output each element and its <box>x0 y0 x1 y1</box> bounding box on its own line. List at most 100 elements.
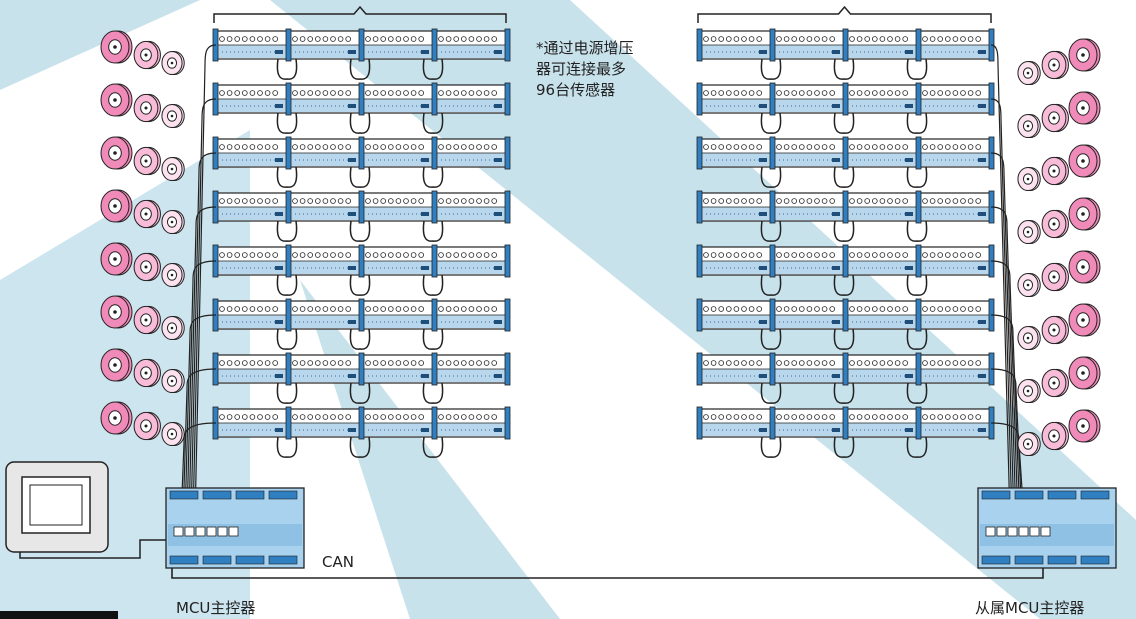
module-lower-band <box>847 207 916 220</box>
terminal-hole <box>272 306 279 312</box>
module-led <box>905 50 913 54</box>
terminal-hole <box>887 306 893 312</box>
module-clip <box>696 406 703 440</box>
terminal-hole <box>718 198 724 204</box>
module-led <box>494 320 502 324</box>
terminal-hole <box>776 198 782 204</box>
terminal-hole <box>491 36 498 42</box>
module-lower-band <box>774 99 843 112</box>
module-lower-band <box>436 315 505 328</box>
terminal-hole <box>438 144 444 150</box>
module-led <box>494 104 502 108</box>
module-clip <box>504 244 511 278</box>
terminal-hole <box>960 306 966 312</box>
terminal-hole <box>814 306 820 312</box>
sensor-cable-loop <box>906 436 928 458</box>
terminal-hole <box>483 360 490 366</box>
terminal-hole <box>403 198 409 204</box>
module-lower-band <box>290 45 359 58</box>
terminal-hole <box>937 252 943 258</box>
module-clip <box>769 136 776 170</box>
sensor-module <box>769 28 845 62</box>
terminal-hole <box>922 306 928 312</box>
sensor-module <box>285 352 361 386</box>
terminal-hole <box>345 360 352 366</box>
terminal-hole <box>322 306 329 312</box>
module-lower-band <box>701 315 770 328</box>
module-led <box>978 158 986 162</box>
sensor-cable-loop <box>833 436 855 458</box>
terminal-hole <box>829 306 835 312</box>
terminal-hole <box>299 252 306 258</box>
terminal-hole <box>299 414 306 420</box>
terminal-hole <box>491 90 498 96</box>
terminal-hole <box>445 90 452 96</box>
terminal-hole <box>879 252 886 258</box>
terminal-hole <box>864 90 870 96</box>
terminal-hole <box>483 198 490 204</box>
terminal-hole <box>864 198 870 204</box>
sensor-cable-loop <box>349 220 371 242</box>
controller-port <box>228 526 239 537</box>
sensor-module <box>915 406 991 440</box>
display-cable <box>19 539 166 559</box>
sensor-module <box>358 28 434 62</box>
sensor-module <box>212 298 288 332</box>
sensor-cable-loop <box>276 112 298 134</box>
terminal-hole <box>806 414 813 420</box>
terminal-hole <box>894 252 901 258</box>
terminal-hole <box>967 36 974 42</box>
terminal-hole <box>264 414 271 420</box>
terminal-hole <box>460 90 467 96</box>
controller-vent <box>1047 490 1077 500</box>
terminal-hole <box>410 198 417 204</box>
terminal-hole <box>887 144 893 150</box>
terminal-hole <box>264 36 271 42</box>
terminal-hole <box>372 252 379 258</box>
terminal-hole <box>403 144 409 150</box>
terminal-hole <box>403 360 409 366</box>
terminal-hole <box>292 198 298 204</box>
terminal-hole <box>365 198 371 204</box>
sensor-cable-loop <box>422 58 444 80</box>
terminal-hole <box>703 360 709 366</box>
module-lower-band <box>290 423 359 436</box>
sensor-cable <box>990 314 1021 526</box>
terminal-hole <box>776 252 782 258</box>
terminal-hole <box>929 144 936 150</box>
terminal-hole <box>718 414 724 420</box>
module-led <box>978 320 986 324</box>
current-transformer-ring <box>1068 409 1101 443</box>
terminal-hole <box>887 360 893 366</box>
terminal-hole <box>234 36 241 42</box>
ring-center <box>1052 169 1056 173</box>
ring-center <box>1052 434 1056 438</box>
current-transformer-ring <box>1017 60 1041 86</box>
terminal-hole <box>791 306 797 312</box>
module-led <box>832 320 840 324</box>
terminal-hole <box>468 144 475 150</box>
controller-vent <box>1080 490 1110 500</box>
terminal-hole <box>330 306 336 312</box>
module-lower-band <box>920 261 989 274</box>
sensor-module <box>769 352 845 386</box>
terminal-hole <box>725 90 732 96</box>
terminal-hole <box>849 90 855 96</box>
terminal-hole <box>380 414 387 420</box>
terminal-hole <box>468 360 475 366</box>
sensor-module <box>842 298 918 332</box>
terminal-hole <box>814 36 820 42</box>
sensor-module-row <box>212 406 511 458</box>
controller-port <box>184 526 195 537</box>
sensor-cable <box>180 422 217 526</box>
terminal-hole <box>372 198 379 204</box>
current-transformer-ring <box>133 146 161 176</box>
terminal-hole <box>453 306 460 312</box>
module-led <box>759 428 767 432</box>
module-clip <box>504 136 511 170</box>
terminal-hole <box>292 252 298 258</box>
terminal-hole <box>234 198 241 204</box>
terminal-hole <box>733 198 740 204</box>
sensor-module <box>915 244 991 278</box>
module-lower-band <box>847 99 916 112</box>
